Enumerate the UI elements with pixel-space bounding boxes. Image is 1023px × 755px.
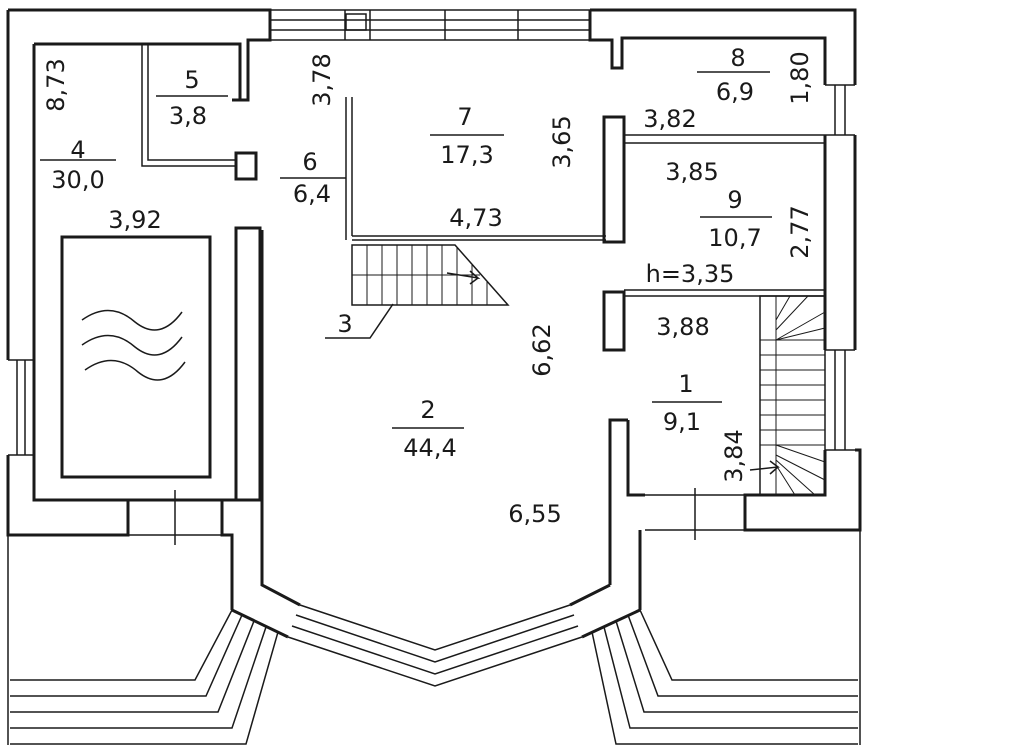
dim-3-85: 3,85 [665, 158, 718, 186]
room-9-number: 9 [727, 186, 742, 214]
dim-2-77: 2,77 [786, 205, 814, 258]
terrace-right [591, 530, 861, 745]
dim-3-92: 3,92 [108, 206, 161, 234]
room-9-area: 10,7 [708, 224, 761, 252]
terrace-left [7, 535, 279, 745]
room-labels: 4 30,0 5 3,8 6 6,4 7 17,3 8 6,9 9 10,7 3… [40, 44, 772, 462]
height-label: h=3,35 [646, 260, 735, 288]
room-8-number: 8 [730, 44, 745, 72]
room-8-area: 6,9 [716, 78, 754, 106]
dim-8-73: 8,73 [42, 58, 70, 111]
dim-1-80: 1,80 [786, 51, 814, 104]
room-1-area: 9,1 [663, 408, 701, 436]
room-4-area: 30,0 [51, 166, 104, 194]
dim-4-73: 4,73 [449, 204, 502, 232]
room-7-number: 7 [457, 103, 472, 131]
dim-3-82: 3,82 [643, 105, 696, 133]
room-4-number: 4 [70, 136, 85, 164]
room-1-number: 1 [678, 370, 693, 398]
interior-walls [141, 44, 825, 502]
dim-3-88: 3,88 [656, 313, 709, 341]
room-2-area: 44,4 [403, 434, 456, 462]
dim-6-62: 6,62 [528, 323, 556, 376]
room-5-area: 3,8 [169, 102, 207, 130]
room-2-number: 2 [420, 396, 435, 424]
dim-6-55: 6,55 [508, 500, 561, 528]
room-5-number: 5 [184, 66, 199, 94]
room-6-area: 6,4 [293, 180, 331, 208]
dim-3-84: 3,84 [720, 429, 748, 482]
dim-3-78: 3,78 [308, 53, 336, 106]
room-7-area: 17,3 [440, 141, 493, 169]
dim-3-65: 3,65 [548, 115, 576, 168]
dimension-labels: 8,73 3,92 3,78 3,65 4,73 3,82 1,80 3,85 … [42, 51, 814, 528]
pool [60, 235, 212, 479]
stair-spiral [749, 295, 826, 496]
stair-main [325, 244, 510, 339]
room-6-number: 6 [302, 148, 317, 176]
room-3-number: 3 [337, 310, 352, 338]
